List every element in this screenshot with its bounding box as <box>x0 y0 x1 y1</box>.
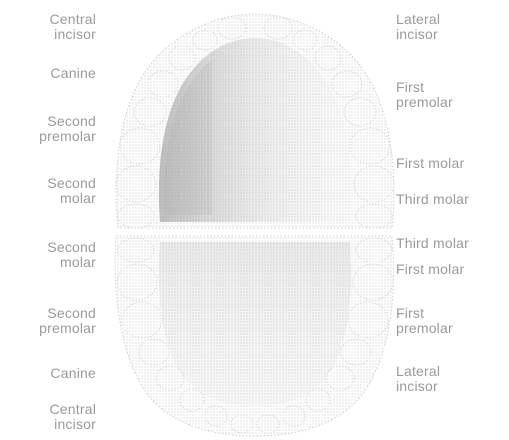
label-upper-central-incisor: Central incisor <box>49 12 96 42</box>
lower-dental-arch <box>115 236 394 436</box>
label-upper-first-premolar: First premolar <box>396 80 453 110</box>
label-lower-second-molar: Second molar <box>47 240 96 270</box>
label-lower-first-molar: First molar <box>396 262 464 277</box>
label-upper-second-premolar: Second premolar <box>39 114 96 144</box>
upper-dental-arch <box>116 14 394 228</box>
label-upper-first-molar: First molar <box>396 156 464 171</box>
label-upper-second-molar: Second molar <box>47 176 96 206</box>
label-upper-lateral-incisor: Lateral incisor <box>396 12 440 42</box>
label-upper-canine: Canine <box>50 66 96 81</box>
label-lower-first-premolar: First premolar <box>396 306 453 336</box>
lower-tongue-area-shading <box>159 242 351 406</box>
label-lower-third-molar: Third molar <box>396 236 469 251</box>
label-lower-lateral-incisor: Lateral incisor <box>396 364 440 394</box>
label-lower-central-incisor: Central incisor <box>49 402 96 432</box>
label-lower-second-premolar: Second premolar <box>39 306 96 336</box>
label-lower-canine: Canine <box>50 366 96 381</box>
label-upper-third-molar: Third molar <box>396 192 469 207</box>
